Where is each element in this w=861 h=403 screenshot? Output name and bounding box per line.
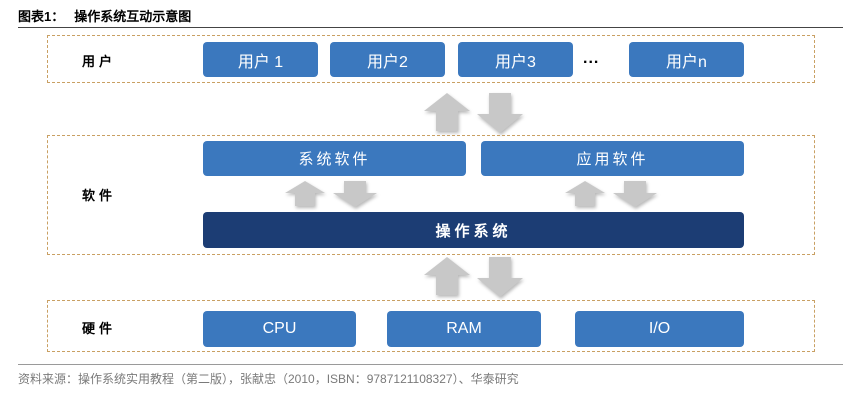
hardware-layer-frame <box>47 300 815 352</box>
source-note: 资料来源：操作系统实用教程（第二版），张献忠（2010，ISBN：9787121… <box>18 372 519 386</box>
up-arrow-icon <box>565 181 605 206</box>
system-software-box: 系统软件 <box>203 141 466 176</box>
hardware-layer-label: 硬件 <box>82 321 117 336</box>
title-divider <box>18 27 843 28</box>
figure-title: 图表1： 操作系统互动示意图 <box>18 6 191 25</box>
user-box-3: 用户3 <box>458 42 573 77</box>
figure-number: 图表1： <box>18 9 65 24</box>
user-box-1: 用户 1 <box>203 42 318 77</box>
source-divider <box>18 364 843 365</box>
user-box-n: 用户n <box>629 42 744 77</box>
down-arrow-icon <box>333 181 377 207</box>
operating-system-box: 操作系统 <box>203 212 744 248</box>
ram-box: RAM <box>387 311 541 347</box>
up-arrow-icon <box>285 181 325 206</box>
application-software-box: 应用软件 <box>481 141 744 176</box>
figure-title-text: 操作系统互动示意图 <box>74 9 192 24</box>
down-arrow-icon <box>613 181 657 207</box>
software-layer-frame <box>47 135 815 255</box>
user-layer-label: 用户 <box>82 54 117 69</box>
software-layer-label: 软件 <box>82 188 117 203</box>
cpu-box: CPU <box>203 311 356 347</box>
down-arrow-icon <box>477 93 523 133</box>
user-layer-frame <box>47 35 815 83</box>
user-ellipsis: ... <box>583 50 600 67</box>
up-arrow-icon <box>424 93 470 131</box>
user-box-2: 用户2 <box>330 42 445 77</box>
io-box: I/O <box>575 311 744 347</box>
down-arrow-icon <box>477 257 523 297</box>
up-arrow-icon <box>424 257 470 295</box>
